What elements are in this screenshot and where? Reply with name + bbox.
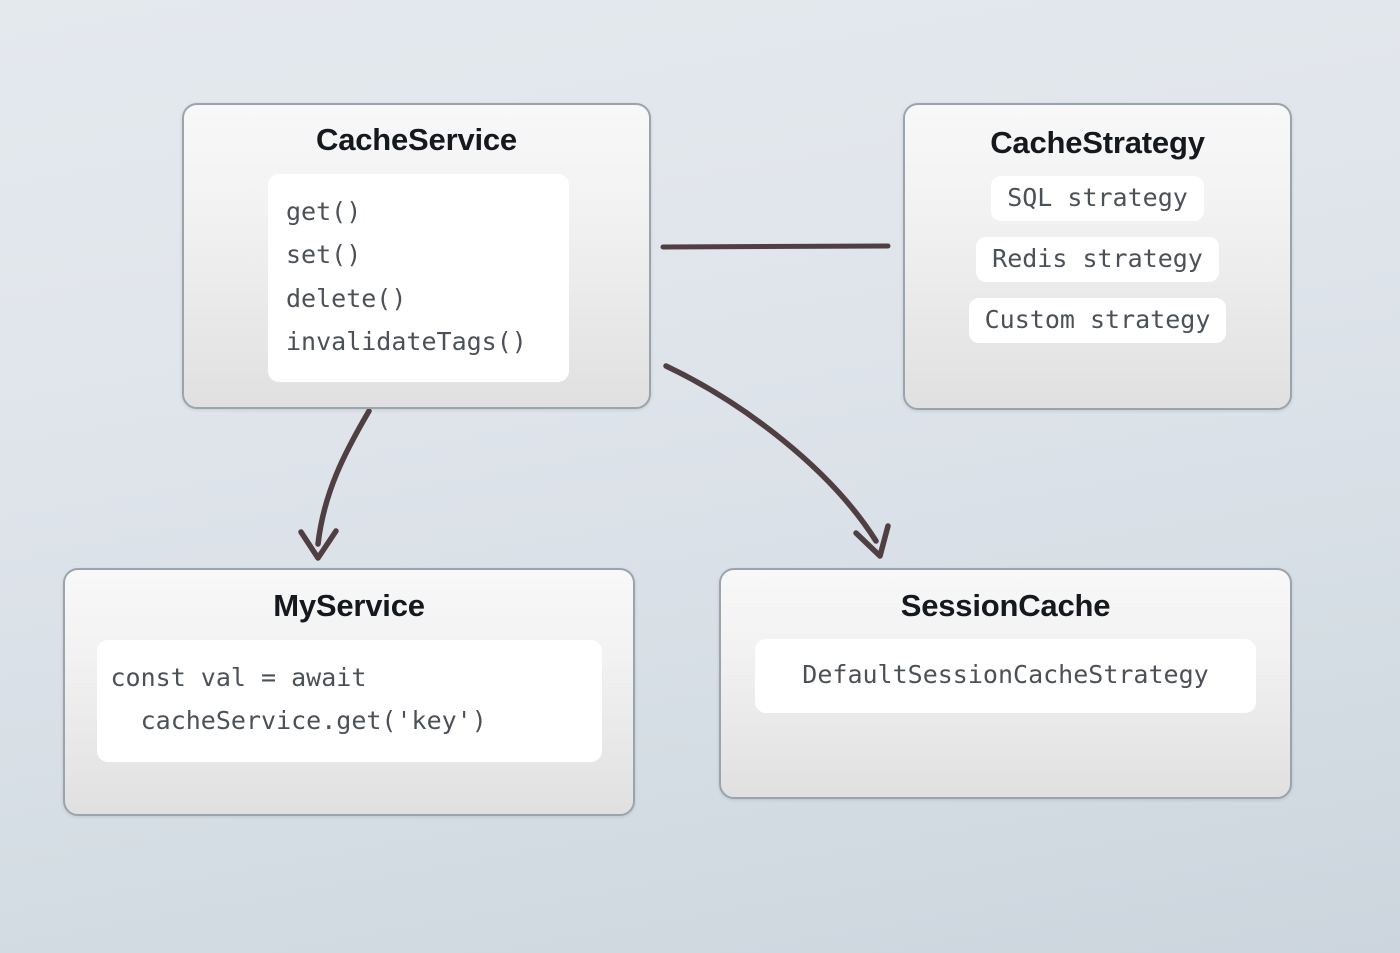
session-cache-strategy-panel: DefaultSessionCacheStrategy	[755, 638, 1256, 714]
connector-cache-service-to-session-cache	[663, 363, 879, 544]
node-cache-service-title: CacheService	[316, 122, 517, 157]
arrowhead-session-cache	[853, 523, 891, 559]
my-service-code-panel: const val = await cacheService.get('key'…	[96, 639, 602, 762]
connector-cache-service-to-cache-strategy	[660, 243, 891, 250]
strategy-item-custom[interactable]: Custom strategy	[968, 297, 1227, 343]
connector-cache-service-to-my-service	[315, 408, 372, 547]
node-cache-strategy-title: CacheStrategy	[990, 125, 1205, 160]
node-session-cache-title: SessionCache	[900, 588, 1111, 623]
arrowhead-my-service	[298, 528, 339, 561]
node-cache-strategy[interactable]: CacheStrategy SQL strategy Redis strateg…	[903, 103, 1292, 410]
cache-service-methods-panel: get() set() delete() invalidateTags()	[268, 173, 569, 382]
strategy-item-redis[interactable]: Redis strategy	[976, 236, 1219, 282]
node-session-cache[interactable]: SessionCache DefaultSessionCacheStrategy	[719, 568, 1292, 799]
node-cache-service[interactable]: CacheService get() set() delete() invali…	[182, 103, 651, 409]
node-my-service[interactable]: MyService const val = await cacheService…	[63, 568, 635, 816]
cache-strategy-list: SQL strategy Redis strategy Custom strat…	[905, 175, 1290, 343]
node-my-service-title: MyService	[273, 588, 425, 623]
strategy-item-sql[interactable]: SQL strategy	[991, 175, 1204, 221]
